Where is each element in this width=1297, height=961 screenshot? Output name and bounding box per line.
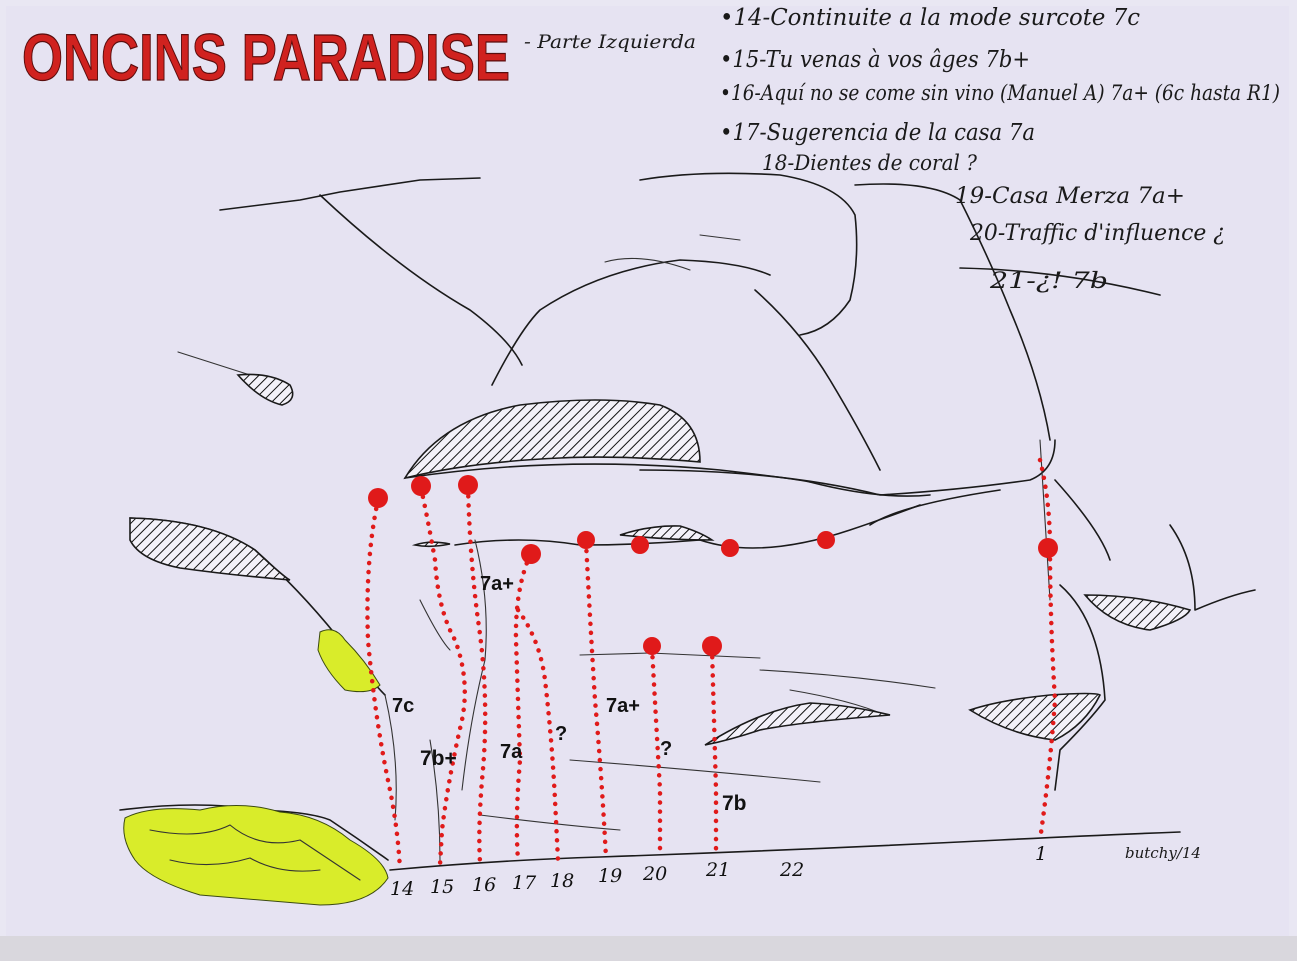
route-number-22: 22 [779,859,804,881]
legend-item-16: •16-Aquí no se come sin vino (Manuel A) … [720,81,1280,105]
anchor-16 [458,475,478,495]
anchor-19 [577,531,595,549]
anchor-17 [521,544,541,564]
grade-label-14: 7c [392,695,414,717]
table-surface [0,936,1297,961]
route-number-14: 14 [390,878,414,900]
legend-item-18: 18-Dientes de coral ? [762,151,978,175]
anchor-extra-b [721,539,739,557]
grade-label-19: 7a+ [606,695,640,717]
legend-item-15: •15-Tu venas à vos âges 7b+ [720,47,1030,73]
legend-item-17: •17-Sugerencia de la casa 7a [720,120,1035,146]
legend-item-14: •14-Continuite a la mode surcote 7c [720,5,1140,31]
legend-item-19: 19-Casa Merza 7a+ [955,184,1185,209]
grade-label-17: 7a [500,741,523,763]
anchor-21 [702,636,722,656]
anchor-14 [368,488,388,508]
paper-sheet [6,6,1289,936]
anchor-1 [1038,538,1058,558]
route-number-1: 1 [1035,843,1047,865]
author-signature: butchy/14 [1125,844,1201,862]
anchor-extra-a [631,536,649,554]
route-number-18: 18 [550,870,574,892]
route-number-21: 21 [705,859,730,881]
anchor-20 [643,637,661,655]
legend-item-20: 20-Traffic d'influence ¿ [969,221,1225,246]
topo-title: ONCINS PARADISE [22,20,510,94]
anchor-15 [411,476,431,496]
topo-subtitle: - Parte Izquierda [524,31,696,53]
grade-label-18: ? [555,723,567,745]
anchor-extra-c [817,531,835,549]
grade-label-21: 7b [722,792,747,815]
route-number-17: 17 [512,872,537,894]
route-number-19: 19 [598,865,622,887]
grade-label-15: 7b+ [420,747,457,770]
route-number-20: 20 [642,863,667,885]
grade-label-16: 7a+ [480,573,514,595]
route-number-16: 16 [472,874,496,896]
route-number-15: 15 [430,876,454,898]
grade-label-20: ? [660,738,672,760]
legend-item-21: 21-¿! 7b [989,269,1108,294]
